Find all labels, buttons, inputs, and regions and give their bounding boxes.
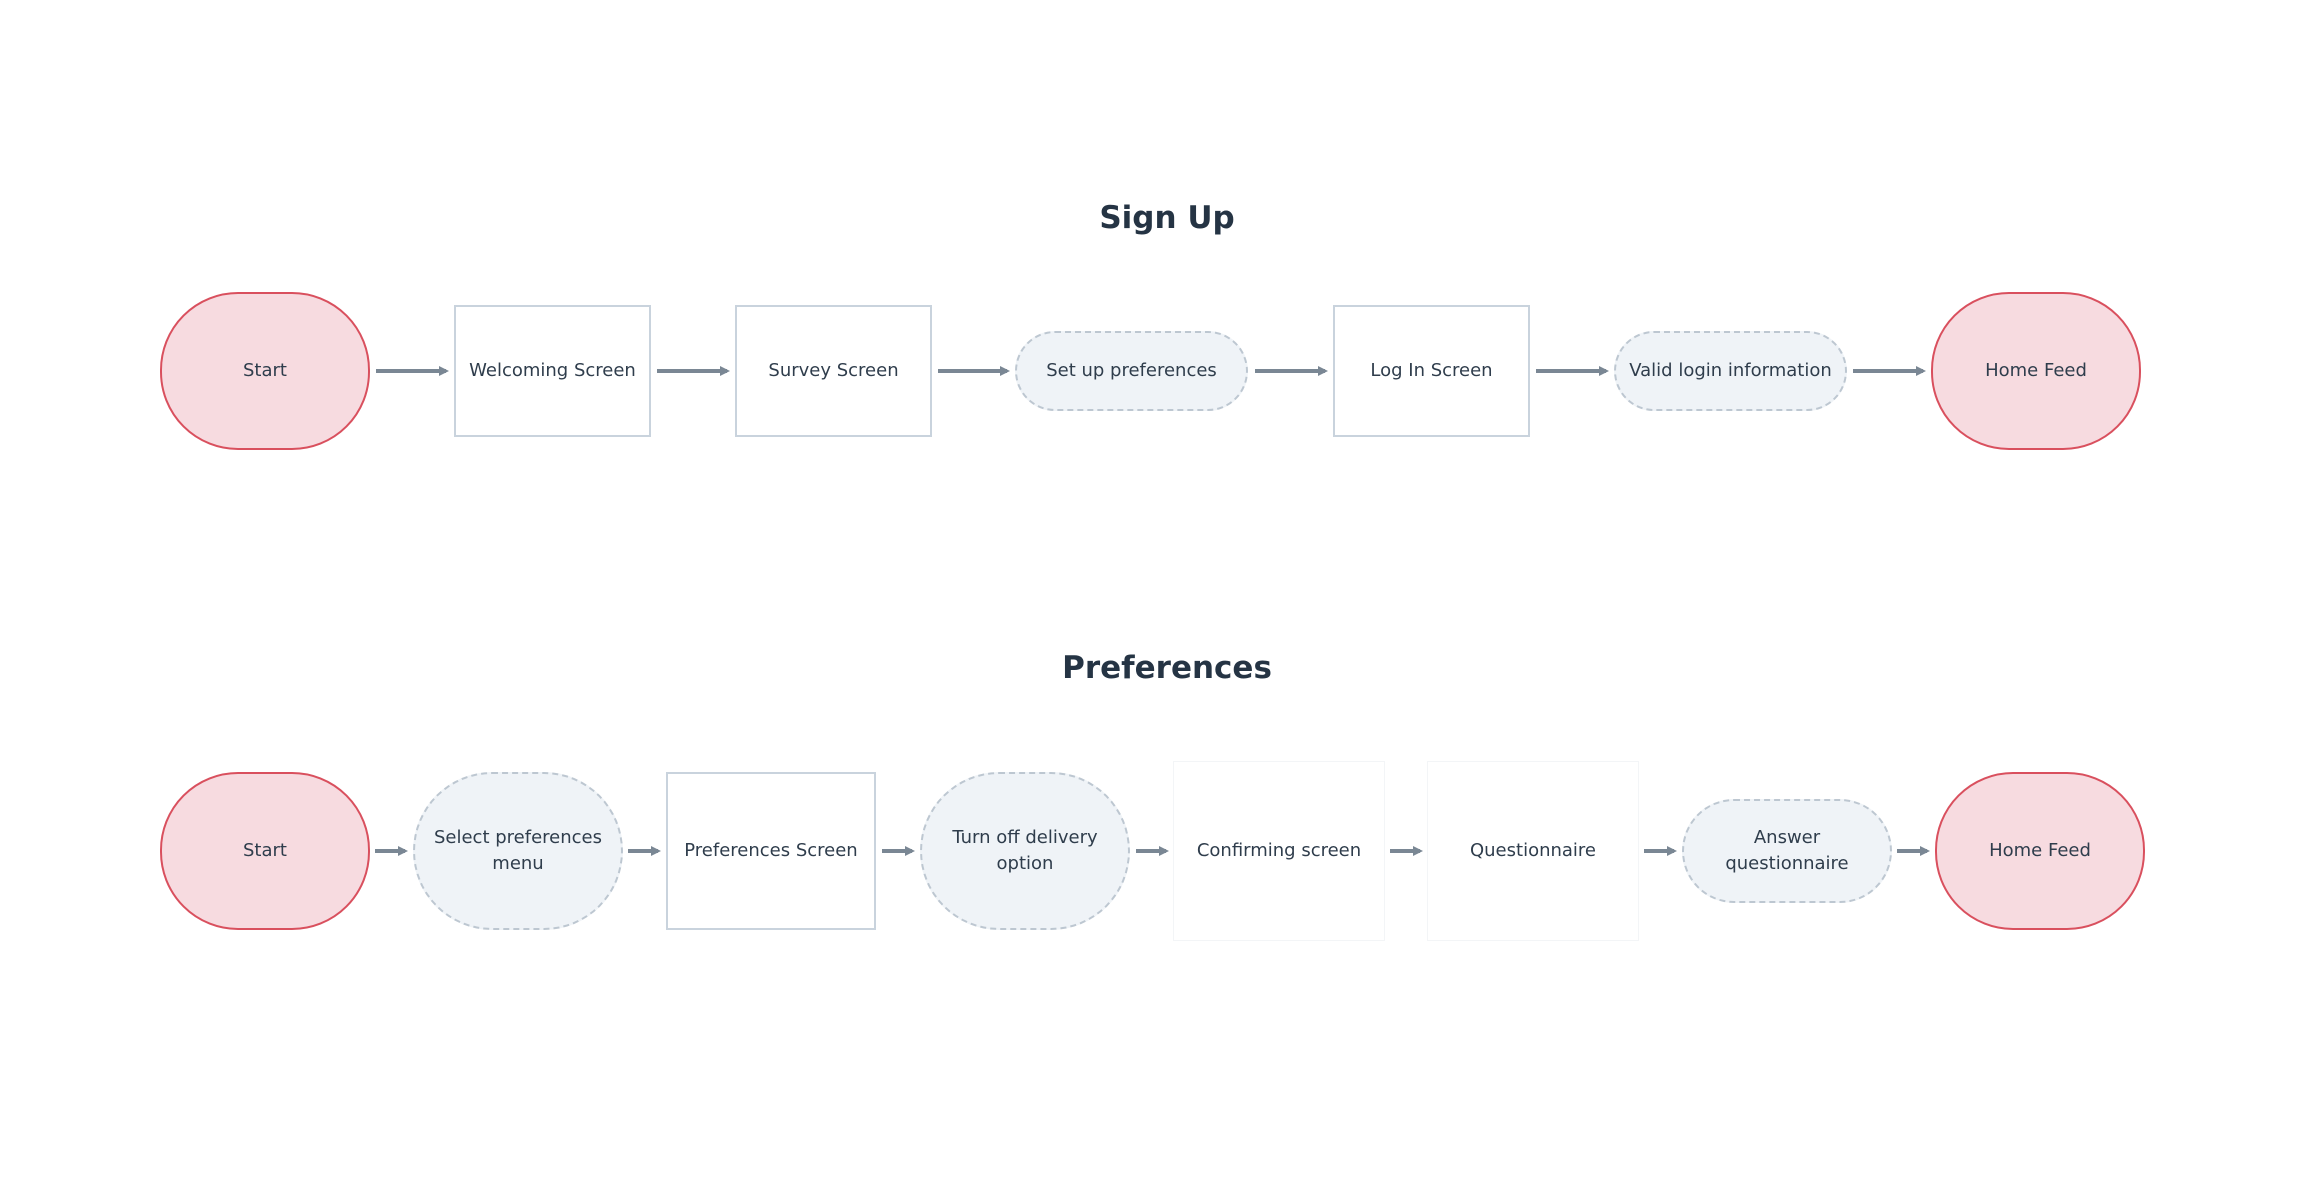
prefs-questionnaire-node[interactable]: Questionnaire xyxy=(1428,762,1638,940)
prefs-home-feed-node[interactable]: Home Feed xyxy=(1935,772,2145,930)
prefs-confirming-screen-node[interactable]: Confirming screen xyxy=(1174,762,1384,940)
signup-valid-login-node[interactable]: Valid login information xyxy=(1614,331,1847,411)
signup-survey-screen-node[interactable]: Survey Screen xyxy=(735,305,932,437)
signup-set-up-preferences-node[interactable]: Set up preferences xyxy=(1015,331,1248,411)
prefs-start-node[interactable]: Start xyxy=(160,772,370,930)
prefs-select-menu-node[interactable]: Select preferences menu xyxy=(413,772,623,930)
signup-home-feed-node[interactable]: Home Feed xyxy=(1931,292,2141,450)
signup-log-in-screen-node[interactable]: Log In Screen xyxy=(1333,305,1530,437)
signup-welcoming-screen-node[interactable]: Welcoming Screen xyxy=(454,305,651,437)
signup-flow-title: Sign Up xyxy=(1099,200,1235,236)
prefs-preferences-screen-node[interactable]: Preferences Screen xyxy=(666,772,876,930)
prefs-answer-questionnaire-node[interactable]: Answer questionnaire xyxy=(1682,799,1892,903)
preferences-flow-title: Preferences xyxy=(1062,650,1272,686)
signup-start-node[interactable]: Start xyxy=(160,292,370,450)
prefs-turn-off-delivery-node[interactable]: Turn off delivery option xyxy=(920,772,1130,930)
